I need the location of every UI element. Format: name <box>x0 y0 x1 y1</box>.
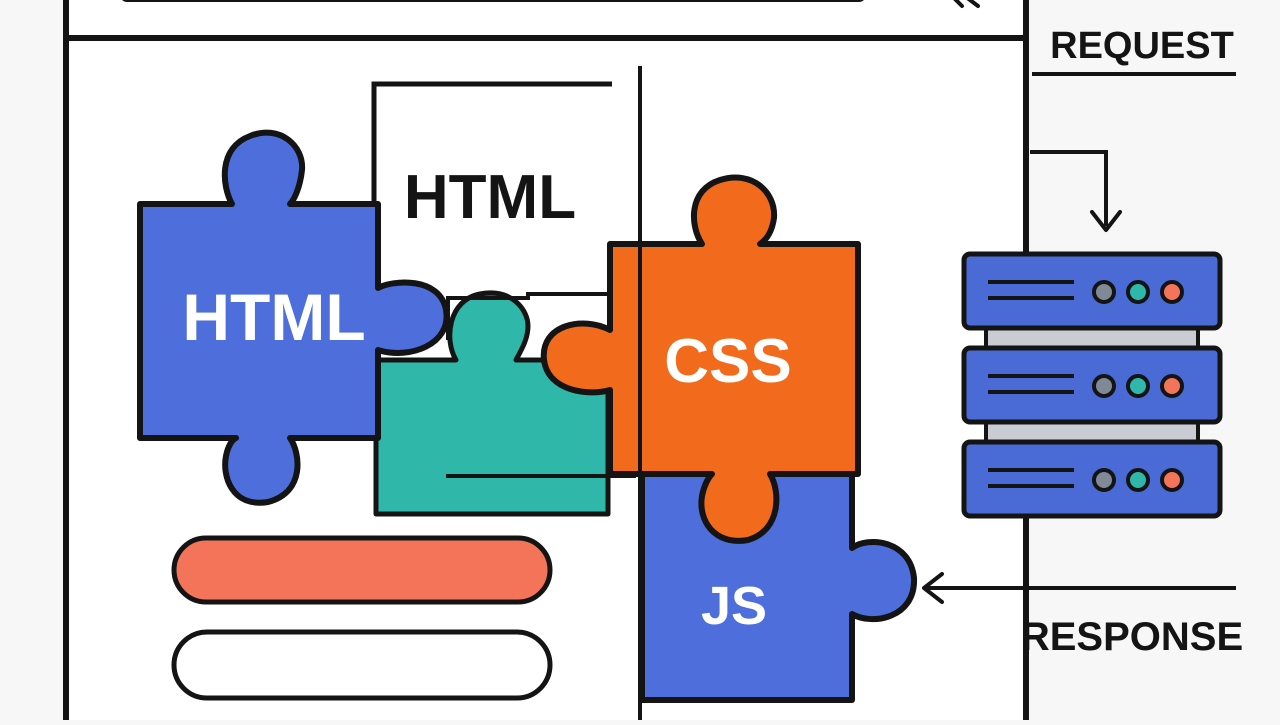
response-label: RESPONSE <box>1021 615 1243 659</box>
request-arrow-line <box>1030 150 1108 226</box>
response-arrow-head-icon <box>922 572 944 604</box>
coral-input-bar[interactable] <box>171 535 553 605</box>
request-flow: REQUEST <box>1030 25 1236 232</box>
css-puzzle-piece: CSS <box>540 174 861 544</box>
html-document-card: HTML <box>371 81 612 300</box>
html-piece-label: HTML <box>182 280 365 354</box>
server-unit <box>961 439 1223 519</box>
server-unit <box>961 251 1223 331</box>
empty-input-bar[interactable] <box>171 629 553 701</box>
html-card-label: HTML <box>404 163 576 232</box>
teal-piece-shape <box>373 290 611 517</box>
server-unit <box>961 345 1223 425</box>
js-piece-label: JS <box>701 576 767 636</box>
css-piece-label: CSS <box>664 327 791 396</box>
css-piece-shape <box>540 174 861 544</box>
html-puzzle-piece: HTML <box>137 129 450 506</box>
close-icon[interactable] <box>950 0 980 8</box>
server-stack-icon <box>961 251 1223 519</box>
response-flow: RESPONSE <box>922 572 1243 659</box>
request-arrow-head-icon <box>1090 210 1122 232</box>
html-piece-shape <box>137 129 450 506</box>
request-label: REQUEST <box>1050 25 1234 67</box>
